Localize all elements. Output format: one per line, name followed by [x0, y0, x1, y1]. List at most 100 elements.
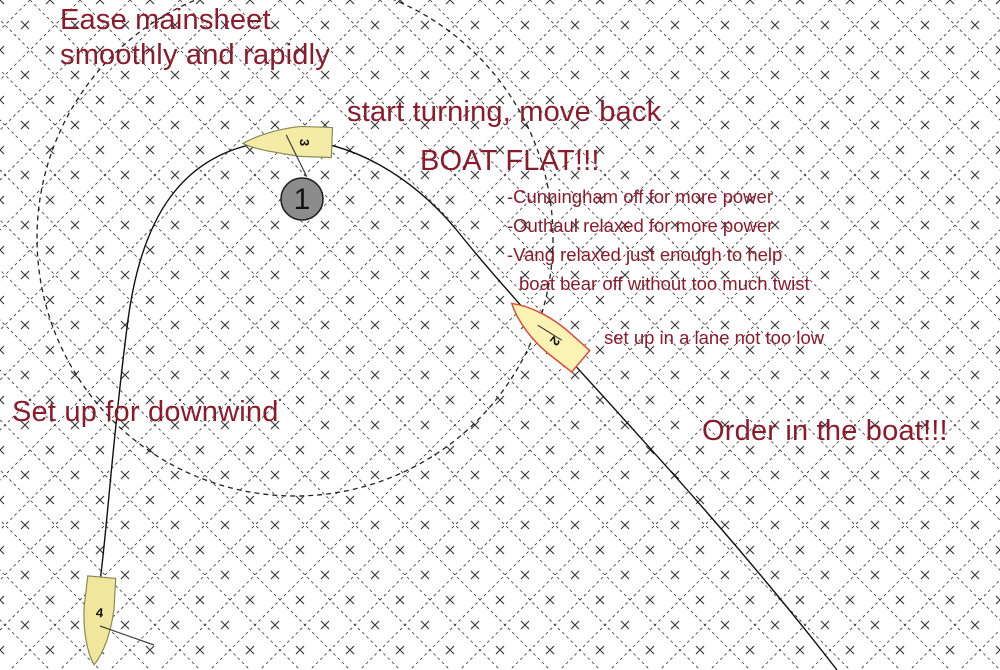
grid-cross — [395, 245, 405, 255]
grid-cross — [645, 145, 655, 155]
grid-line — [0, 0, 31, 31]
grid-cross — [95, 395, 105, 405]
grid-cross — [745, 0, 755, 5]
ease-line-2: smoothly and rapidly — [60, 38, 330, 71]
grid-cross — [0, 345, 5, 355]
grid-cross — [195, 45, 205, 55]
grid-cross — [495, 295, 505, 305]
grid-cross — [395, 295, 405, 305]
grid-cross — [470, 220, 480, 230]
grid-cross — [220, 20, 230, 30]
grid-cross — [620, 220, 630, 230]
grid-cross — [345, 395, 355, 405]
grid-cross — [995, 345, 1000, 355]
grid-cross — [595, 295, 605, 305]
grid-cross — [370, 420, 380, 430]
grid-cross — [645, 495, 655, 505]
grid-cross — [370, 620, 380, 630]
grid-cross — [620, 520, 630, 530]
grid-cross — [120, 620, 130, 630]
grid-line — [0, 419, 251, 670]
grid-cross — [870, 220, 880, 230]
grid-cross — [495, 195, 505, 205]
grid-cross — [945, 145, 955, 155]
grid-cross — [95, 45, 105, 55]
grid-cross — [420, 170, 430, 180]
grid-cross — [920, 470, 930, 480]
grid-cross — [845, 495, 855, 505]
grid-cross — [645, 0, 655, 5]
grid-cross — [370, 470, 380, 480]
grid-cross — [470, 70, 480, 80]
grid-cross — [820, 320, 830, 330]
grid-cross — [945, 645, 955, 655]
grid-cross — [520, 370, 530, 380]
grid-cross — [870, 570, 880, 580]
grid-cross — [45, 645, 55, 655]
grid-cross — [120, 520, 130, 530]
grid-cross — [970, 570, 980, 580]
grid-line — [0, 0, 481, 481]
grid-cross — [995, 595, 1000, 605]
grid-cross — [420, 320, 430, 330]
grid-cross — [495, 495, 505, 505]
mark-number: 1 — [294, 183, 311, 216]
grid-cross — [95, 345, 105, 355]
grid-cross — [245, 45, 255, 55]
grid-cross — [945, 45, 955, 55]
grid-cross — [920, 20, 930, 30]
grid-cross — [20, 520, 30, 530]
grid-cross — [245, 595, 255, 605]
grid-cross — [820, 220, 830, 230]
grid-cross — [520, 20, 530, 30]
outhaul-note: -Outhaul relaxed for more power — [507, 215, 774, 236]
grid-line — [479, 0, 1000, 521]
mark-zone-circle — [36, 0, 554, 497]
grid-cross — [945, 395, 955, 405]
grid-cross — [420, 220, 430, 230]
grid-cross — [320, 570, 330, 580]
grid-cross — [870, 270, 880, 280]
grid-cross — [645, 445, 655, 455]
grid-cross — [120, 170, 130, 180]
grid-line — [159, 0, 831, 670]
grid-cross — [520, 470, 530, 480]
grid-cross — [95, 195, 105, 205]
grid-cross — [170, 20, 180, 30]
grid-cross — [595, 545, 605, 555]
grid-cross — [570, 170, 580, 180]
grid-cross — [145, 195, 155, 205]
grid-cross — [245, 395, 255, 405]
grid-cross — [795, 495, 805, 505]
grid-cross — [945, 595, 955, 605]
grid-cross — [645, 95, 655, 105]
grid-cross — [295, 95, 305, 105]
grid-cross — [220, 520, 230, 530]
grid-cross — [145, 95, 155, 105]
grid-cross — [745, 45, 755, 55]
grid-cross — [0, 395, 5, 405]
grid-cross — [70, 420, 80, 430]
grid-cross — [245, 445, 255, 455]
grid-cross — [320, 420, 330, 430]
grid-line — [879, 0, 1000, 121]
grid-line — [729, 0, 1000, 271]
grid-cross — [820, 620, 830, 630]
grid-cross — [195, 295, 205, 305]
grid-cross — [45, 445, 55, 455]
grid-cross — [995, 45, 1000, 55]
grid-cross — [745, 145, 755, 155]
grid-cross — [20, 220, 30, 230]
grid-cross — [495, 645, 505, 655]
grid-cross — [470, 570, 480, 580]
grid-cross — [695, 295, 705, 305]
grid-cross — [245, 0, 255, 5]
grid-cross — [645, 195, 655, 205]
grid-cross — [0, 545, 5, 555]
grid-cross — [795, 395, 805, 405]
grid-cross — [320, 270, 330, 280]
grid-cross — [670, 70, 680, 80]
grid-cross — [595, 245, 605, 255]
grid-cross — [595, 395, 605, 405]
grid-line — [279, 0, 951, 670]
